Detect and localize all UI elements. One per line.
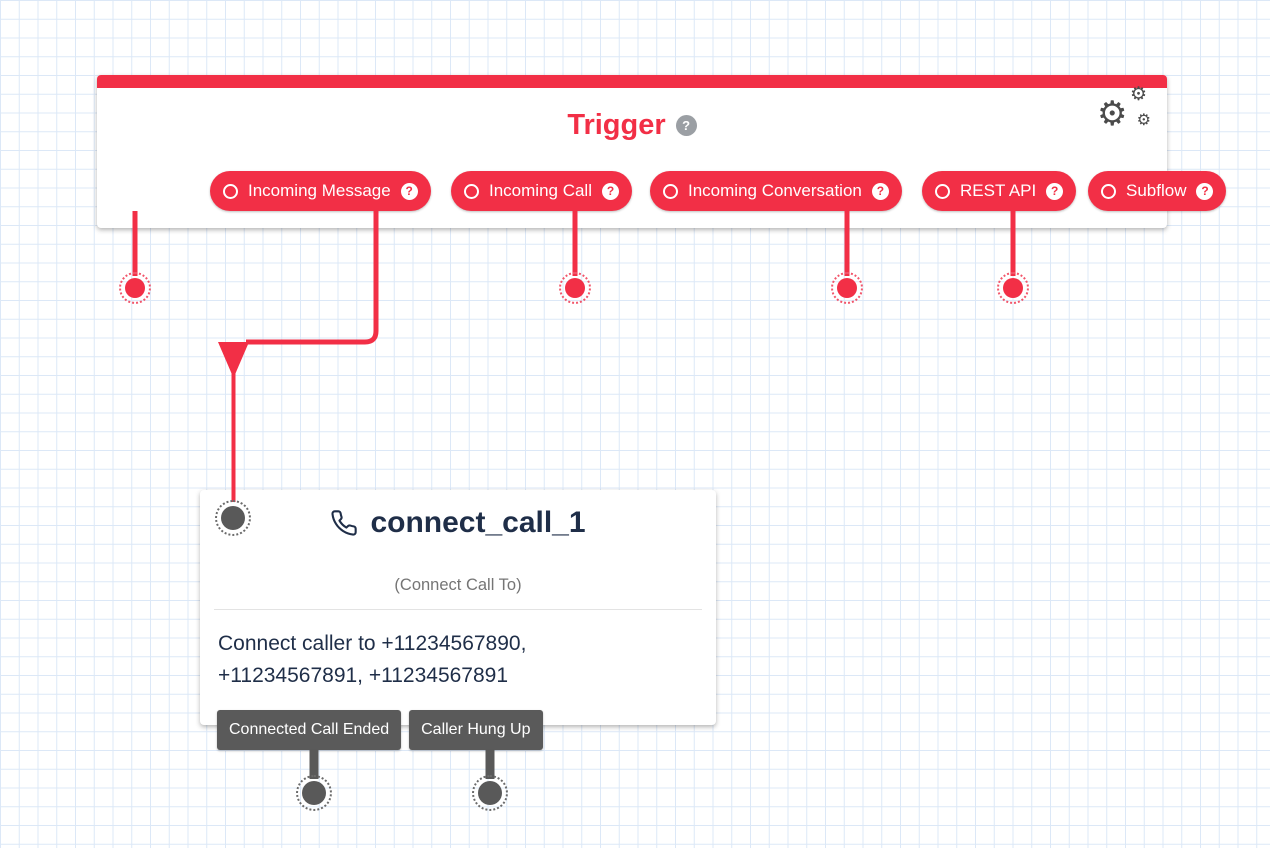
trigger-widget[interactable]: Trigger ? ⚙ ⚙ ⚙ Incoming Message ? Incom… bbox=[97, 75, 1227, 228]
transition-caller-hung-up[interactable]: Caller Hung Up bbox=[409, 710, 543, 750]
trigger-pill-rest-api[interactable]: REST API ? bbox=[922, 171, 1077, 211]
widget-title-row: connect_call_1 bbox=[200, 506, 716, 540]
widget-description: Connect caller to +11234567890, +1123456… bbox=[218, 632, 527, 687]
port-dot-icon bbox=[565, 278, 585, 298]
port-dot-icon bbox=[125, 278, 145, 298]
trigger-help-icon[interactable]: ? bbox=[675, 115, 697, 136]
incoming-call-connection[interactable] bbox=[218, 211, 379, 502]
help-icon[interactable]: ? bbox=[871, 182, 889, 200]
port-caller-hung-up[interactable] bbox=[472, 775, 508, 811]
port-dot-icon bbox=[837, 278, 857, 298]
transition-connected-call-ended[interactable]: Connected Call Ended bbox=[217, 710, 402, 750]
port-dot-icon bbox=[478, 781, 502, 805]
trigger-settings-gears-icon[interactable]: ⚙ ⚙ ⚙ bbox=[1097, 85, 1151, 133]
help-icon[interactable]: ? bbox=[400, 182, 418, 200]
gear-icon: ⚙ bbox=[1129, 84, 1147, 105]
phone-icon bbox=[331, 510, 358, 536]
help-icon[interactable]: ? bbox=[602, 182, 619, 200]
help-icon[interactable]: ? bbox=[1196, 182, 1214, 200]
trigger-pill-incoming-message[interactable]: Incoming Message ? bbox=[210, 171, 431, 211]
connector-circle-icon bbox=[1101, 183, 1116, 199]
trigger-accent-bar bbox=[97, 75, 1167, 88]
port-rest-api[interactable] bbox=[831, 272, 863, 304]
port-incoming-conversation[interactable] bbox=[559, 272, 591, 304]
port-dot-icon bbox=[1003, 278, 1023, 298]
trigger-pill-incoming-conversation[interactable]: Incoming Conversation ? bbox=[650, 171, 902, 211]
pill-label: Incoming Call bbox=[489, 181, 592, 200]
connector-circle-icon bbox=[464, 183, 479, 199]
port-dot-icon bbox=[302, 781, 326, 805]
pill-label: REST API bbox=[960, 181, 1037, 200]
port-subflow[interactable] bbox=[997, 272, 1029, 304]
gear-icon: ⚙ bbox=[1136, 112, 1151, 129]
connect-call-input-port[interactable] bbox=[215, 500, 251, 536]
pill-label: Incoming Conversation bbox=[688, 181, 862, 200]
trigger-pill-incoming-call[interactable]: Incoming Call ? bbox=[451, 171, 632, 211]
help-icon[interactable]: ? bbox=[1046, 182, 1064, 200]
connector-circle-icon bbox=[935, 183, 950, 199]
port-connected-call-ended[interactable] bbox=[296, 775, 332, 811]
port-dot-icon bbox=[221, 506, 245, 530]
pill-label: Subflow bbox=[1126, 181, 1187, 200]
pill-label: Incoming Message bbox=[248, 181, 391, 200]
gear-icon: ⚙ bbox=[1097, 95, 1128, 133]
widget-name: connect_call_1 bbox=[370, 506, 586, 539]
port-incoming-message[interactable] bbox=[119, 272, 151, 304]
connector-circle-icon bbox=[223, 183, 238, 199]
divider bbox=[214, 609, 702, 610]
widget-type-label: (Connect Call To) bbox=[394, 576, 522, 594]
connection-arrowhead-icon bbox=[218, 342, 249, 378]
widget-transitions: Connected Call Ended Caller Hung Up bbox=[217, 710, 543, 750]
trigger-pill-subflow[interactable]: Subflow ? bbox=[1088, 171, 1227, 211]
connect-call-widget[interactable]: connect_call_1 (Connect Call To) Connect… bbox=[200, 490, 716, 750]
trigger-header: Trigger ? bbox=[97, 109, 1167, 142]
trigger-title: Trigger bbox=[567, 109, 666, 141]
connector-circle-icon bbox=[663, 183, 678, 199]
